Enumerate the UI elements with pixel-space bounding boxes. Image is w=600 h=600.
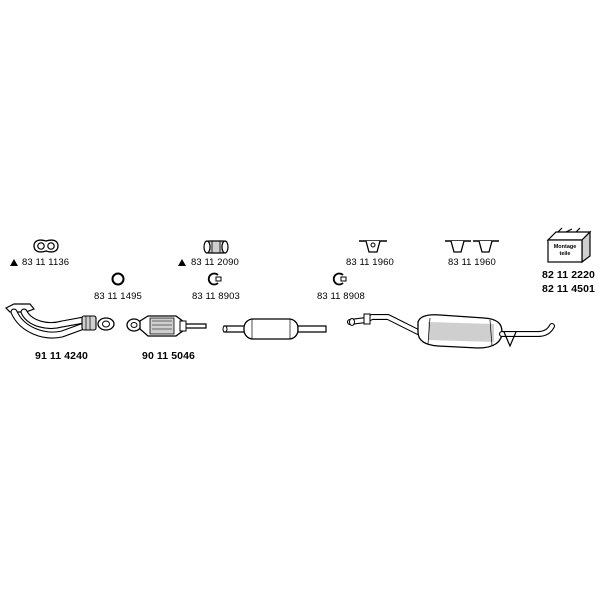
warning-triangle-icon <box>178 259 186 266</box>
warning-triangle-icon <box>10 259 18 266</box>
kit-box-label-line-2: teile <box>559 251 570 257</box>
part-number-clamp-mid: 83 11 8903 <box>192 291 240 302</box>
band-clamp-icon <box>332 272 347 286</box>
catalytic-converter-icon <box>126 315 207 337</box>
part-number-clamp-right: 83 11 8908 <box>317 291 365 302</box>
pipe-clamp-icon <box>203 240 229 254</box>
part-number-hanger-right: 83 11 1960 <box>448 257 496 268</box>
rubber-hanger-icon <box>359 240 387 253</box>
mounting-kit-box-icon: Montage teile <box>546 227 592 264</box>
front-exhaust-pipe-icon <box>4 303 115 339</box>
band-clamp-icon <box>207 272 222 286</box>
kit-box-label-line-1: Montage <box>554 244 577 250</box>
part-number-kit-1: 82 11 2220 <box>542 269 595 281</box>
part-number-gasket: 83 11 1136 <box>22 257 70 268</box>
flange-gasket-icon <box>33 239 59 253</box>
rear-silencer-icon <box>347 313 555 349</box>
part-number-hanger-left: 83 11 1960 <box>346 257 394 268</box>
part-number-ring: 83 11 1495 <box>94 291 142 302</box>
rubber-hanger-pair-icon <box>445 240 499 253</box>
part-number-catalyst: 90 11 5046 <box>142 350 195 362</box>
part-number-front-pipe: 91 11 4240 <box>35 350 88 362</box>
part-number-kit-2: 82 11 4501 <box>542 283 595 295</box>
sealing-ring-icon <box>111 272 125 286</box>
middle-silencer-icon <box>222 318 327 340</box>
part-number-clamp: 83 11 2090 <box>191 257 239 268</box>
